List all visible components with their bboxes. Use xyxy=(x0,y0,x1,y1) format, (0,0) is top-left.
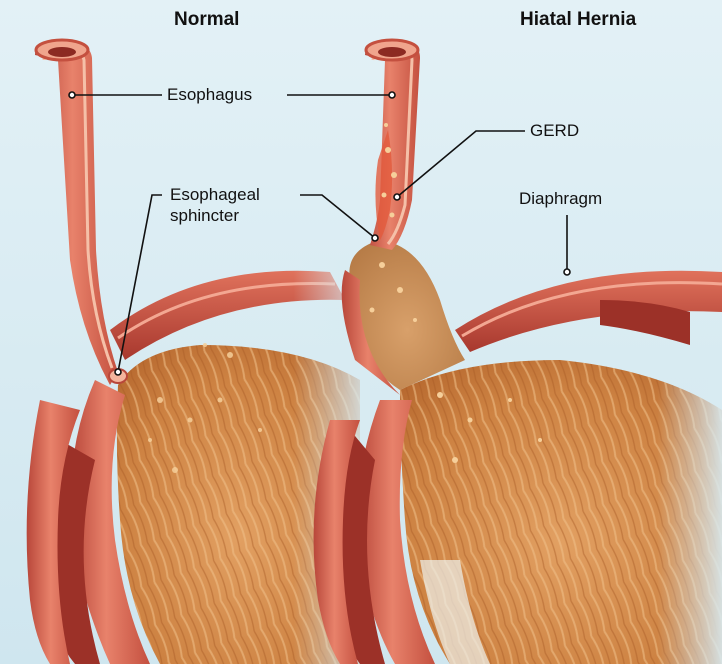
hiatal-hernia-title: Hiatal Hernia xyxy=(520,9,636,30)
normal-title: Normal xyxy=(174,9,239,30)
sphincter-label: Esophageal sphincter xyxy=(170,184,260,226)
diaphragm-label: Diaphragm xyxy=(519,188,602,209)
esophagus-label: Esophagus xyxy=(167,84,252,105)
sphincter-label-line1: Esophageal xyxy=(170,184,260,205)
sphincter-label-line2: sphincter xyxy=(170,205,260,226)
gerd-label: GERD xyxy=(530,120,579,141)
